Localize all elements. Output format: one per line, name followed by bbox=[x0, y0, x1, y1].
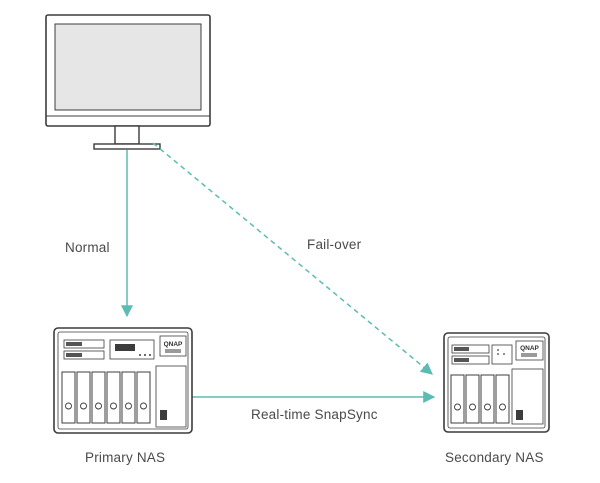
secondary-nas-brand-text: QNAP bbox=[520, 345, 539, 352]
secondary-nas-drive-bays bbox=[450, 374, 510, 424]
primary-nas-label: Primary NAS bbox=[85, 450, 166, 465]
primary-nas-drive-bays bbox=[61, 371, 151, 424]
secondary-nas-label: Secondary NAS bbox=[445, 450, 544, 465]
secondary-nas-icon: QNAP bbox=[443, 332, 550, 433]
primary-nas-brand-text: QNAP bbox=[164, 341, 183, 348]
primary-nas-icon: QNAP bbox=[53, 327, 193, 434]
computer-monitor-icon bbox=[45, 14, 211, 150]
failover-connection-arrow bbox=[152, 142, 433, 375]
normal-path-label: Normal bbox=[65, 240, 110, 255]
failover-path-label: Fail-over bbox=[307, 237, 362, 252]
snapsync-path-label: Real-time SnapSync bbox=[251, 407, 378, 422]
